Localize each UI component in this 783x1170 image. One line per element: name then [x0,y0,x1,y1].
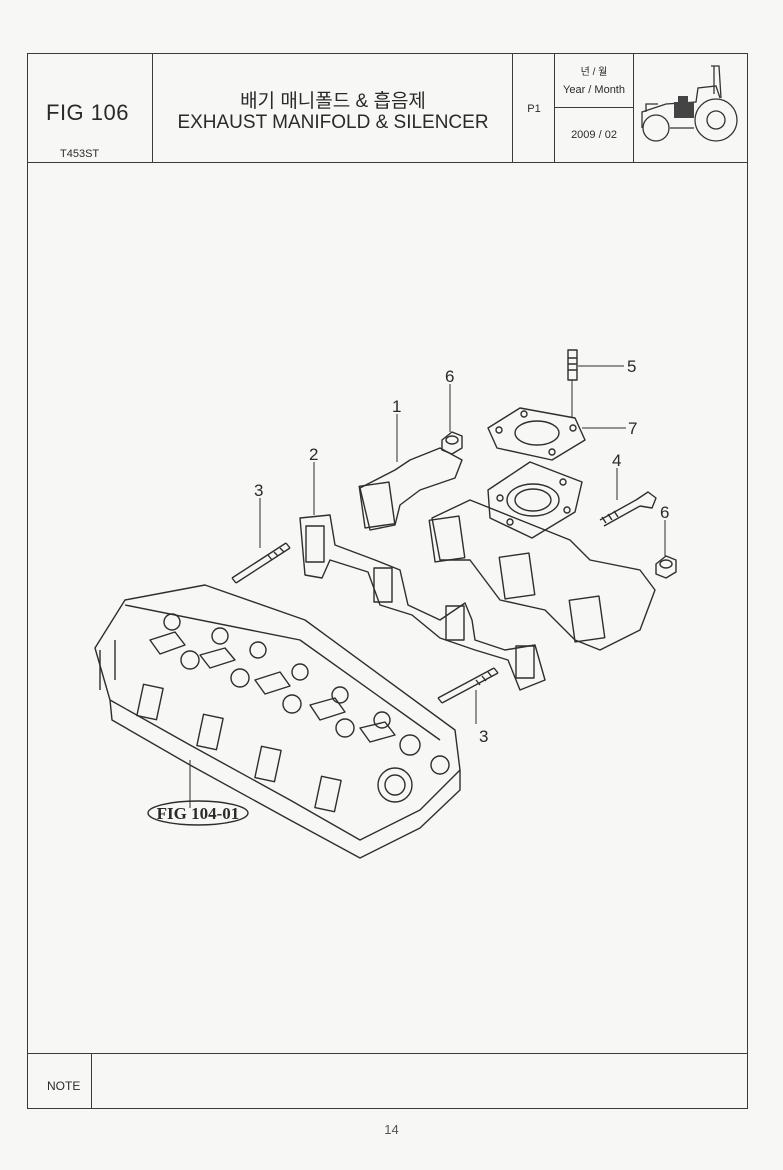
header-divider [554,107,633,108]
year-month-label: Year / Month [563,84,625,96]
page-label: P1 [527,103,541,115]
page-number: 14 [384,1122,399,1137]
header-divider [633,53,634,162]
note-divider [91,1053,92,1109]
figure-reference-label: FIG 104-01 [157,804,240,823]
model-code: T453ST [60,148,100,160]
stud-bolt [437,667,499,704]
header-divider [152,53,153,162]
callout-label: 6 [445,367,454,386]
note-label: NOTE [47,1079,81,1093]
title-english: EXHAUST MANIFOLD & SILENCER [177,112,489,133]
tractor-icon [641,65,738,142]
stud-bolt [567,349,578,381]
callout-label: 3 [479,727,488,746]
callout-label: 2 [309,445,318,464]
cylinder-head [94,584,461,859]
callout-label: 4 [612,451,621,470]
exploded-parts-diagram: 1 2 3 3 4 5 6 6 7 FIG 104-01 [94,349,677,859]
hex-nut [655,555,677,579]
revision-date: 2009 / 02 [571,129,617,141]
exhaust-manifold [358,447,656,651]
title-korean: 배기 매니폴드 & 흡음제 [240,91,426,112]
callout-label: 6 [660,503,669,522]
flange-gasket [487,407,586,461]
header-divider [27,162,748,163]
callout-labels: 1 2 3 3 4 5 6 6 7 FIG 104-01 [157,357,670,823]
stud-bolt [231,542,291,584]
figure-number: FIG 106 [46,100,129,125]
callout-label: 3 [254,481,263,500]
header-divider [512,53,513,162]
note-divider [27,1053,748,1054]
callout-label: 5 [627,357,636,376]
hex-bolt [599,491,657,527]
figure-reference-badge [147,800,249,826]
hex-nut [441,431,463,455]
callout-label: 1 [392,397,401,416]
page-frame [27,53,748,1109]
year-month-label-korean: 년 / 월 [580,67,608,78]
callout-label: 7 [628,419,637,438]
manifold-gasket [299,514,546,691]
